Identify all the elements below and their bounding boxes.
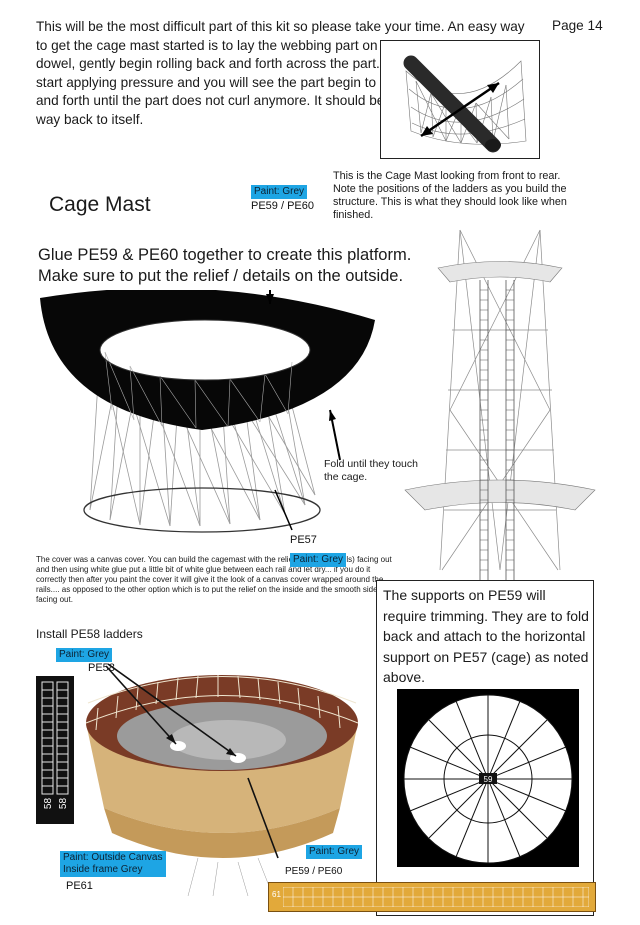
supports-note-text: The supports on PE59 will require trimmi… <box>383 587 589 685</box>
paint-label-inner: Paint: Grey <box>306 845 363 859</box>
ladder-number-1: 58 <box>43 797 55 810</box>
ladder-etch-strip: 58 58 <box>36 676 74 824</box>
part-label-pe57: PE57 <box>290 534 317 546</box>
cage-mast-tower-illustration <box>404 229 596 580</box>
paint-label-outside: Paint: Outside Canvas Inside frame Grey <box>60 851 166 877</box>
glue-line-1: Glue PE59 & PE60 together to create this… <box>38 246 412 264</box>
glue-instructions: Glue PE59 & PE60 together to create this… <box>38 245 428 287</box>
section-title: Cage Mast <box>49 193 151 216</box>
part-label-pe61: PE61 <box>66 880 93 892</box>
paint-outside-line-2: Inside frame Grey <box>63 864 143 875</box>
canvas-cup-illustration <box>85 663 359 897</box>
install-title: Install PE58 ladders <box>36 627 143 641</box>
cover-instructions: The cover was a canvas cover. You can bu… <box>36 555 392 604</box>
pe59-etch-panel: 59 <box>397 689 579 867</box>
glue-line-2: Make sure to put the relief / details on… <box>38 267 404 285</box>
page-number: Page 14 <box>552 18 603 33</box>
ladder-number-2: 58 <box>58 797 70 810</box>
ladder-etch-icon <box>41 681 69 795</box>
strip-number: 61 <box>272 890 281 899</box>
supports-note-box: The supports on PE59 will require trimmi… <box>376 580 594 916</box>
strip-pattern-icon <box>283 887 589 907</box>
dowel-illustration-icon <box>403 55 527 153</box>
paint-label-ladders: Paint: Grey <box>56 648 113 662</box>
fold-instruction: Fold until they touch the cage. <box>324 458 418 483</box>
part-label-pe59-pe60-top: PE59 / PE60 <box>251 200 314 212</box>
paint-label-cover: Paint: Grey <box>290 553 347 567</box>
dowel-rolling-illustration <box>380 40 540 159</box>
mast-caption: This is the Cage Mast looking from front… <box>333 170 567 221</box>
pe59-radial-etch-icon: 59 <box>403 694 573 864</box>
strip-etch-pe61: 61 <box>268 882 596 912</box>
center-number: 59 <box>484 775 493 784</box>
paint-outside-line-1: Paint: Outside Canvas <box>63 852 163 863</box>
platform-illustration <box>40 290 375 533</box>
part-label-pe59-pe60-bottom: PE59 / PE60 <box>285 866 343 877</box>
paint-label-platform: Paint: Grey <box>251 185 308 199</box>
